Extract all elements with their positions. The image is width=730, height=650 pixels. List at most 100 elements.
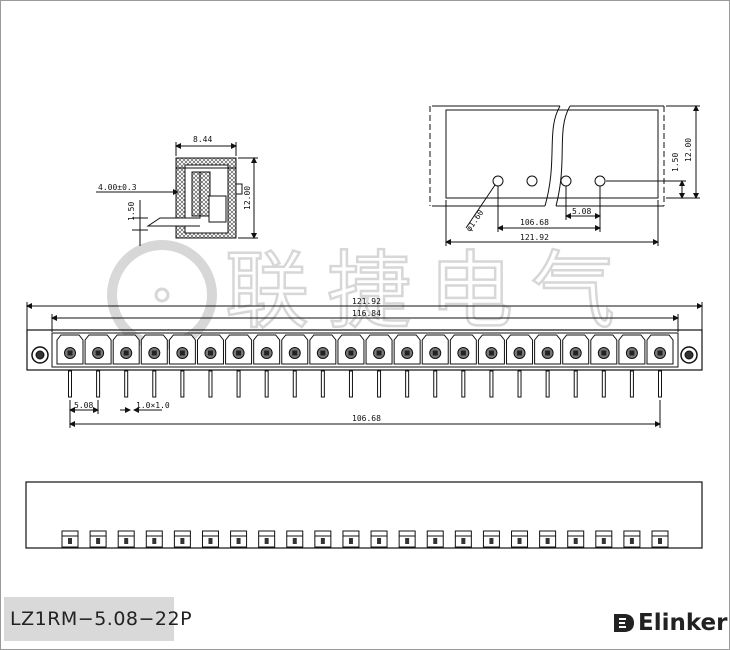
bottom-terminal	[342, 530, 360, 548]
pin	[658, 370, 662, 398]
dim-pin-offset: 4.00±0.3	[98, 183, 137, 192]
bottom-terminal	[482, 530, 500, 548]
bottom-terminal	[398, 530, 416, 548]
terminal-cell	[646, 334, 674, 365]
bottom-terminal	[117, 530, 135, 548]
elinker-logo-icon	[614, 614, 634, 632]
pin	[405, 370, 410, 398]
side-pin	[146, 172, 201, 227]
bottom-body	[25, 481, 703, 549]
pin	[124, 370, 129, 398]
terminal-cell	[365, 334, 393, 365]
dim-front-pin-size: 1.0×1.0	[136, 401, 170, 410]
bottom-view	[25, 481, 703, 549]
bottom-terminal	[651, 530, 669, 548]
terminal-cell	[449, 334, 477, 365]
bottom-terminal	[314, 530, 332, 548]
terminal-cell	[253, 334, 281, 365]
terminal-cell	[618, 334, 646, 365]
terminal-cell	[196, 334, 224, 365]
pcb-hole	[594, 175, 606, 187]
terminal-cell	[309, 334, 337, 365]
pin	[96, 370, 101, 398]
dim-pcb-total-length: 121.92	[520, 233, 549, 242]
bottom-terminal	[567, 530, 585, 548]
watermark-text: 联捷电气	[225, 242, 633, 340]
bottom-terminal	[454, 530, 472, 548]
bottom-terminal	[145, 530, 163, 548]
bottom-terminal	[258, 530, 276, 548]
front-body	[26, 329, 703, 371]
terminal-cell	[225, 334, 253, 365]
dim-front-body-length: 116.84	[352, 309, 381, 318]
terminal-cell	[140, 334, 168, 365]
pcb-footprint-view	[429, 105, 700, 246]
pin	[545, 370, 550, 398]
dim-side-width: 8.44	[193, 135, 212, 144]
dim-front-total-length: 121.92	[352, 297, 381, 306]
dim-hole-diameter: φ1.60	[464, 208, 485, 233]
pcb-hole	[560, 175, 572, 187]
dim-front-pin-span: 106.68	[352, 414, 381, 423]
watermark: 联捷电气	[107, 240, 633, 350]
dim-pin-height: 1.50	[127, 202, 136, 221]
terminal-cell	[84, 334, 112, 365]
dim-pcb-pitch: 5.08	[572, 207, 591, 216]
terminal-cell	[393, 334, 421, 365]
dim-pcb-pin-span: 106.68	[520, 218, 549, 227]
pin	[68, 370, 72, 398]
terminal-cell	[56, 334, 84, 365]
pin	[629, 370, 634, 398]
bottom-terminal	[201, 530, 219, 548]
pin	[320, 370, 325, 398]
pin	[348, 370, 353, 398]
pin	[517, 370, 522, 398]
terminal-cell	[534, 334, 562, 365]
terminal-cell	[477, 334, 505, 365]
mount-hole-left	[31, 346, 49, 364]
terminal-cell	[562, 334, 590, 365]
pin	[180, 370, 185, 398]
terminal-cell	[590, 334, 618, 365]
bottom-terminal	[286, 530, 304, 548]
bottom-terminal	[61, 530, 79, 548]
pin	[573, 370, 578, 398]
pcb-hole	[492, 175, 504, 187]
mount-hole-right	[680, 346, 698, 364]
dim-pcb-height: 12.00	[684, 138, 693, 162]
bottom-terminal	[89, 530, 107, 548]
pcb-hole	[526, 175, 538, 187]
terminal-cell	[506, 334, 534, 365]
side-view	[96, 142, 258, 246]
bottom-terminal	[623, 530, 641, 548]
bottom-terminal	[370, 530, 388, 548]
dim-front-pitch: 5.08	[74, 401, 93, 410]
bottom-terminal	[426, 530, 444, 548]
front-view	[26, 302, 703, 428]
bottom-terminal	[539, 530, 557, 548]
part-number-label: LZ1RM−5.08−22P	[4, 597, 192, 641]
pin	[236, 370, 241, 398]
bottom-terminal	[595, 530, 613, 548]
pin	[208, 370, 213, 398]
pin	[264, 370, 269, 398]
terminal-cell	[281, 334, 309, 365]
bottom-terminal	[173, 530, 191, 548]
pin	[152, 370, 157, 398]
pin	[601, 370, 606, 398]
pin	[377, 370, 382, 398]
bottom-terminal	[511, 530, 529, 548]
pin	[433, 370, 438, 398]
dim-pcb-row-offset: 1.50	[671, 153, 680, 172]
terminal-cell	[337, 334, 365, 365]
terminal-cell	[112, 334, 140, 365]
pin	[292, 370, 297, 398]
brand-name: Elinker	[638, 610, 728, 636]
pin	[461, 370, 466, 398]
dim-side-height: 12.00	[243, 186, 252, 210]
pin	[489, 370, 494, 398]
terminal-cell	[421, 334, 449, 365]
brand-logo: Elinker	[612, 608, 727, 638]
bottom-terminal	[230, 530, 248, 548]
